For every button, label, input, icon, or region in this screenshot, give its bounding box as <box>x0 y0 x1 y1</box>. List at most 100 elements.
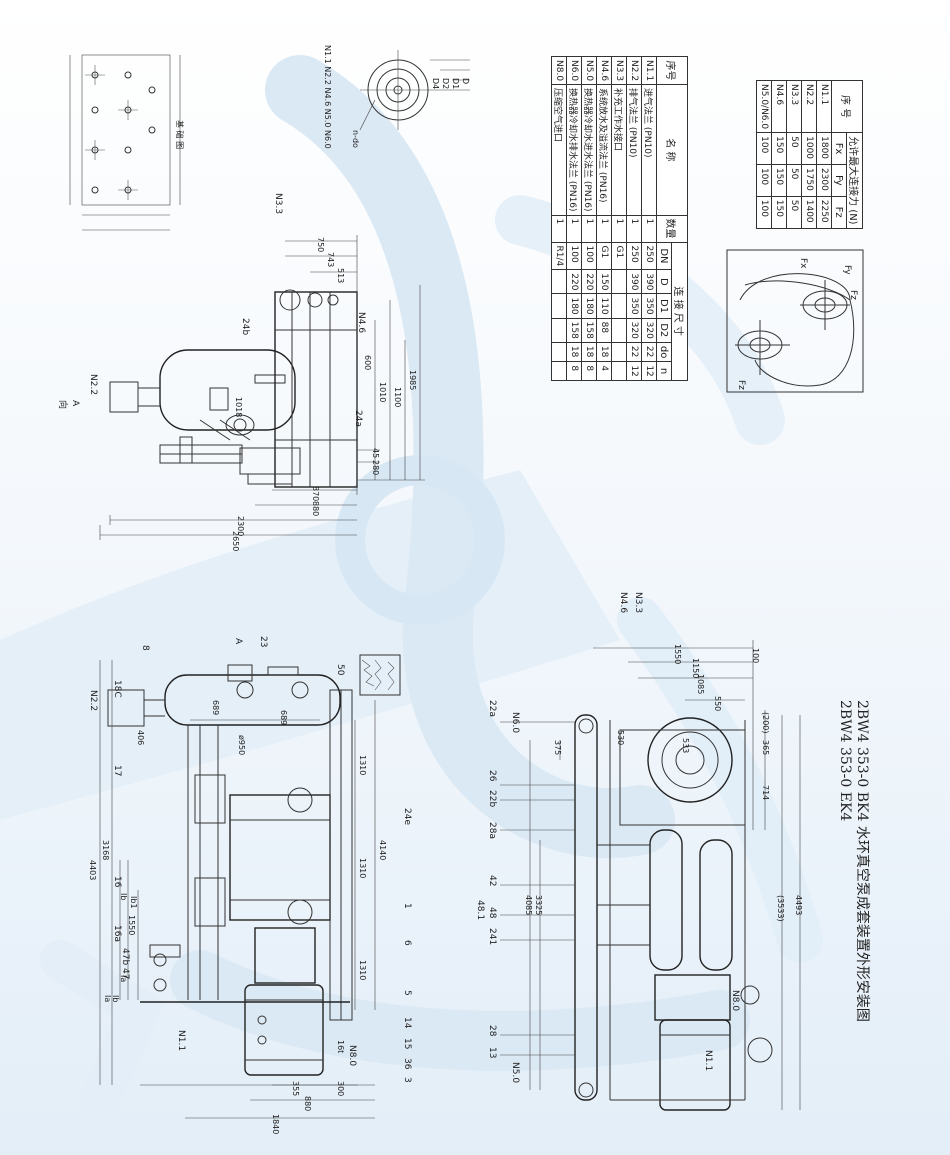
front-dim-689a: 689 <box>211 700 220 716</box>
front-part-18c: 18C <box>112 680 122 698</box>
top-dim-550: 550 <box>713 696 722 712</box>
cell-do: 18 <box>581 342 597 362</box>
top-dim-530: 530 <box>616 730 625 746</box>
cell-d <box>551 269 567 294</box>
top-dim-100: 100 <box>751 648 760 664</box>
top-dim-4493: 4493 <box>794 895 803 916</box>
col-d2: D2 <box>656 318 672 343</box>
cell-d2 <box>551 318 567 343</box>
front-tag-ia: Ia <box>119 975 128 983</box>
front-tag-n11: N1.1 <box>176 1030 186 1052</box>
top-view <box>500 640 801 1111</box>
force-col-title: 允许最大连接力 (N) <box>846 132 863 229</box>
cell-n <box>611 361 627 381</box>
cell-do: 18 <box>566 342 582 362</box>
front-part-36: 36 <box>402 1058 412 1070</box>
front-tag-n22: N2.2 <box>88 690 98 712</box>
col-dn: DN <box>656 242 672 270</box>
cell-qty: 1 <box>551 215 567 243</box>
cell-d1: 350 <box>626 293 642 319</box>
side-tag-1018: 1018 <box>234 397 243 418</box>
front-dim-1310c: 1310 <box>358 960 367 981</box>
table-row: N4.6 系统放水及溢流法兰 (PN16) 1 G1 150 110 88 18… <box>596 56 612 381</box>
cell-do: 22 <box>641 342 657 362</box>
force-cell-fx: 100 <box>756 132 772 165</box>
drawing-title-line2: 2BW4 353-0 EK4 <box>837 700 853 822</box>
flange-sketch <box>359 50 470 131</box>
cell-n: 12 <box>641 361 657 381</box>
foundation-caption: 基 础 图 <box>175 120 184 150</box>
top-dim-4085: 4085 <box>524 895 533 916</box>
front-dim-1550: 1550 <box>127 915 136 936</box>
force-cell-no: N4.6 <box>771 80 787 133</box>
force-label-fy: Fy <box>842 265 852 275</box>
top-tag-n33: N3.3 <box>633 592 643 614</box>
force-label-fz-left: Fz <box>736 380 746 390</box>
cell-d1: 180 <box>566 293 582 319</box>
col-d1: D1 <box>656 293 672 319</box>
top-tag-n11: N1.1 <box>703 1050 713 1072</box>
top-tag-n80: N8.0 <box>730 990 740 1012</box>
front-dim-4403: 4403 <box>88 860 97 881</box>
flange-label-d: D <box>461 78 470 85</box>
flange-label-d2: D2 <box>441 78 450 90</box>
cell-name: 进气法兰 (PN10) <box>641 84 657 216</box>
force-cell-fz: 50 <box>786 196 802 229</box>
force-cell-fy: 100 <box>756 164 772 197</box>
force-table: 序 号 允许最大连接力 (N) Fx Fy Fz N1.1 1800 2300 … <box>756 80 863 229</box>
force-cell-fx: 50 <box>786 132 802 165</box>
front-part-5: 5 <box>402 990 412 996</box>
front-tag-a: A <box>233 638 243 645</box>
cell-name: 压缩空气进口 <box>551 84 567 216</box>
front-dim-4140: 4140 <box>378 840 387 861</box>
front-dim-1310b: 1310 <box>358 858 367 879</box>
cell-n <box>551 361 567 381</box>
force-cell-fy: 1750 <box>801 164 817 197</box>
flange-label-d4: D4 <box>431 78 440 90</box>
front-view <box>99 654 401 1119</box>
cell-d2: 320 <box>641 318 657 343</box>
cell-no: N1.1 <box>641 56 657 85</box>
front-part-50: 50 <box>335 664 345 676</box>
col-name: 名 称 <box>656 84 688 216</box>
table-row: N5.0/N6.0 100 100 100 <box>756 80 772 229</box>
table-row: N5.0 换热器冷却水进水法兰 (PN16) 1 100 220 180 158… <box>581 56 597 381</box>
cell-name: 补充工作水接口 <box>611 84 627 216</box>
force-cell-no: N5.0/N6.0 <box>756 80 772 133</box>
cell-qty: 1 <box>641 215 657 243</box>
cell-dn: G1 <box>596 242 612 270</box>
cell-d: 220 <box>566 269 582 294</box>
force-cell-fz: 100 <box>756 196 772 229</box>
top-part-22b: 22b <box>487 790 497 808</box>
side-dim-743: 743 <box>326 252 335 268</box>
side-dim-880: 880 <box>311 501 320 517</box>
top-tag-n60: N6.0 <box>510 712 520 734</box>
cell-n: 8 <box>581 361 597 381</box>
force-cell-fy: 150 <box>771 164 787 197</box>
cell-d1 <box>611 293 627 319</box>
cell-no: N5.0 <box>581 56 597 85</box>
front-part-14: 14 <box>402 1017 412 1029</box>
side-tag-24b: 24b <box>240 318 250 336</box>
cell-d: 390 <box>626 269 642 294</box>
front-dim-355: 355 <box>291 1081 300 1097</box>
side-dim-1100: 1100 <box>393 387 402 408</box>
cell-name: 系统放水及溢流法兰 (PN16) <box>596 84 612 216</box>
force-label-fz: Fz <box>848 290 858 300</box>
front-dim-406: 406 <box>136 730 145 746</box>
cell-qty: 1 <box>596 215 612 243</box>
force-col-fx: Fx <box>831 132 847 165</box>
front-part-15: 15 <box>402 1038 412 1050</box>
side-dim-2650: 2650 <box>231 531 240 552</box>
cell-d2: 320 <box>626 318 642 343</box>
cell-dn: G1 <box>611 242 627 270</box>
top-dim-3325: 3325 <box>534 895 543 916</box>
side-tag-n22: N2.2 <box>88 374 98 396</box>
front-part-23: 23 <box>258 636 268 648</box>
front-part-16a: 16a <box>112 925 122 942</box>
cell-name: 换热器冷却水进水法兰 (PN16) <box>581 84 597 216</box>
table-row: N2.2 1000 1750 1400 <box>801 80 817 229</box>
top-part-13: 13 <box>487 1047 497 1059</box>
table-row: N1.1 1800 2300 2250 <box>816 80 832 229</box>
force-cell-fz: 1400 <box>801 196 817 229</box>
